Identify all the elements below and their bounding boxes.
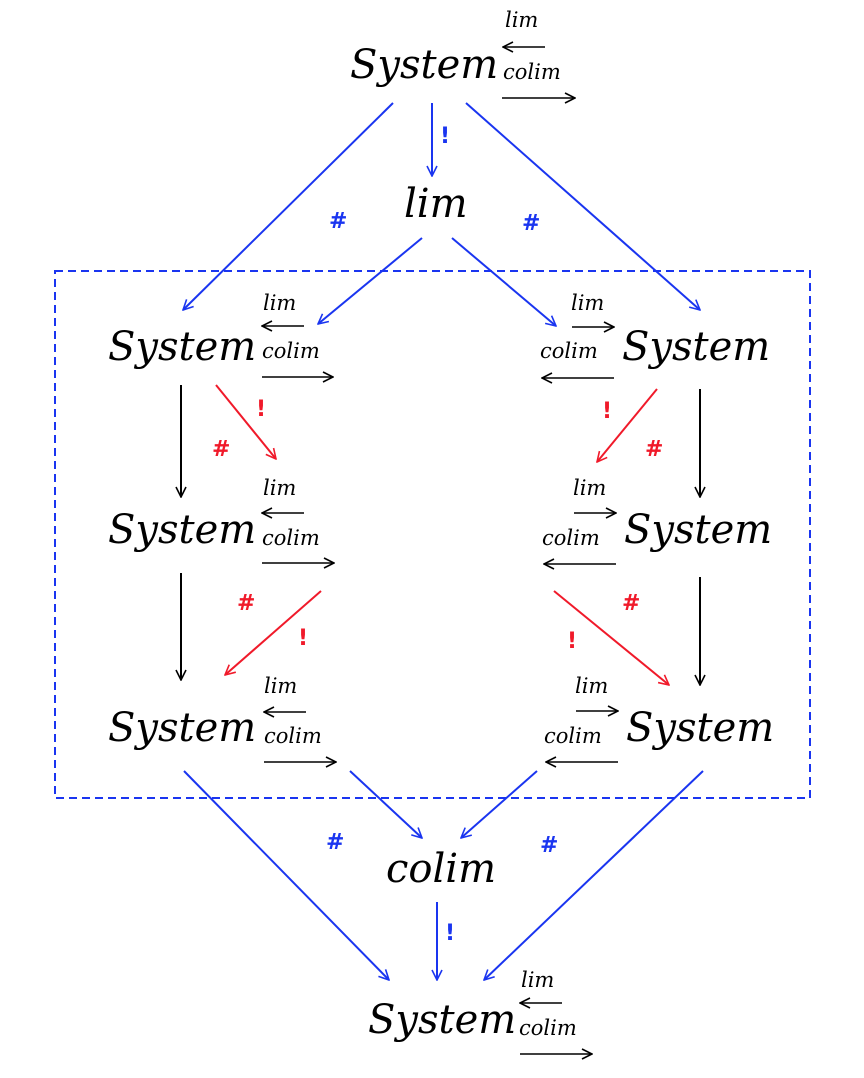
edge-label-left-to-bottom: # — [326, 830, 344, 855]
edge-right3-to-colim — [461, 770, 538, 838]
edge-label-right1-right2-hash: # — [645, 437, 663, 462]
node-top-label: System — [350, 42, 498, 88]
edge-label-left2-left3-hash: # — [237, 591, 255, 616]
node-left-3-upper: lim — [264, 674, 297, 698]
edge-label-left2-left3-bang: ! — [298, 626, 308, 651]
edge-right1-to-right2-red — [597, 388, 658, 462]
node-right-2-label: System — [624, 507, 772, 553]
node-left-3: System lim colim — [108, 674, 336, 762]
node-left-2-label: System — [108, 507, 256, 553]
node-left-2: System lim colim — [108, 476, 334, 563]
edge-left3-to-colim — [349, 770, 422, 838]
node-left-1-upper: lim — [263, 291, 296, 315]
node-left-2-lower: colim — [262, 526, 320, 550]
node-left-3-label: System — [108, 705, 256, 751]
edge-label-left1-left2-bang: ! — [256, 397, 266, 422]
node-left-3-lower: colim — [264, 724, 322, 748]
edge-left3-to-bottom — [183, 770, 389, 980]
node-right-1-upper: lim — [571, 291, 604, 315]
edge-top-to-left — [183, 102, 394, 310]
edge-label-right-to-bottom: # — [540, 833, 558, 858]
node-top: System lim colim — [350, 8, 575, 98]
node-left-1-lower: colim — [262, 339, 320, 363]
node-right-3-label: System — [626, 705, 774, 751]
edge-label-top-to-right: # — [522, 211, 540, 236]
node-right-1: lim colim System — [540, 291, 770, 378]
node-top-lower: colim — [503, 60, 561, 84]
node-right-2: lim colim System — [542, 476, 772, 564]
node-right-1-lower: colim — [540, 339, 598, 363]
edge-left2-to-left3-red — [225, 590, 322, 675]
edge-lim-to-right — [451, 237, 556, 326]
node-right-2-upper: lim — [573, 476, 606, 500]
edge-label-colim-to-bottom: ! — [445, 921, 455, 946]
node-top-upper: lim — [505, 8, 538, 32]
node-right-1-label: System — [622, 324, 770, 370]
node-left-1: System lim colim — [108, 291, 333, 377]
edge-top-to-right — [465, 102, 700, 310]
node-right-3: lim colim System — [544, 674, 774, 762]
node-colim-label: colim — [386, 846, 496, 892]
edge-label-right2-right3-bang: ! — [567, 629, 577, 654]
group-box — [54, 270, 811, 799]
node-bottom-label: System — [368, 997, 516, 1043]
node-left-1-label: System — [108, 324, 256, 370]
edge-label-left1-left2-hash: # — [212, 437, 230, 462]
node-bottom: System lim colim — [368, 968, 592, 1054]
edge-right3-to-bottom — [484, 770, 704, 980]
node-left-2-upper: lim — [263, 476, 296, 500]
node-bottom-lower: colim — [519, 1016, 577, 1040]
edge-label-top-to-lim: ! — [440, 124, 450, 149]
edge-label-right1-right2-bang: ! — [602, 399, 612, 424]
edge-label-top-to-left: # — [329, 209, 347, 234]
edge-left1-to-left2-red — [215, 384, 276, 459]
node-bottom-upper: lim — [521, 968, 554, 992]
node-right-3-upper: lim — [575, 674, 608, 698]
node-right-3-lower: colim — [544, 724, 602, 748]
node-right-2-lower: colim — [542, 526, 600, 550]
edge-label-right2-right3-hash: # — [622, 591, 640, 616]
edge-right2-to-right3-red — [553, 590, 669, 685]
edge-lim-to-left — [318, 237, 423, 324]
node-lim-label: lim — [404, 181, 468, 227]
